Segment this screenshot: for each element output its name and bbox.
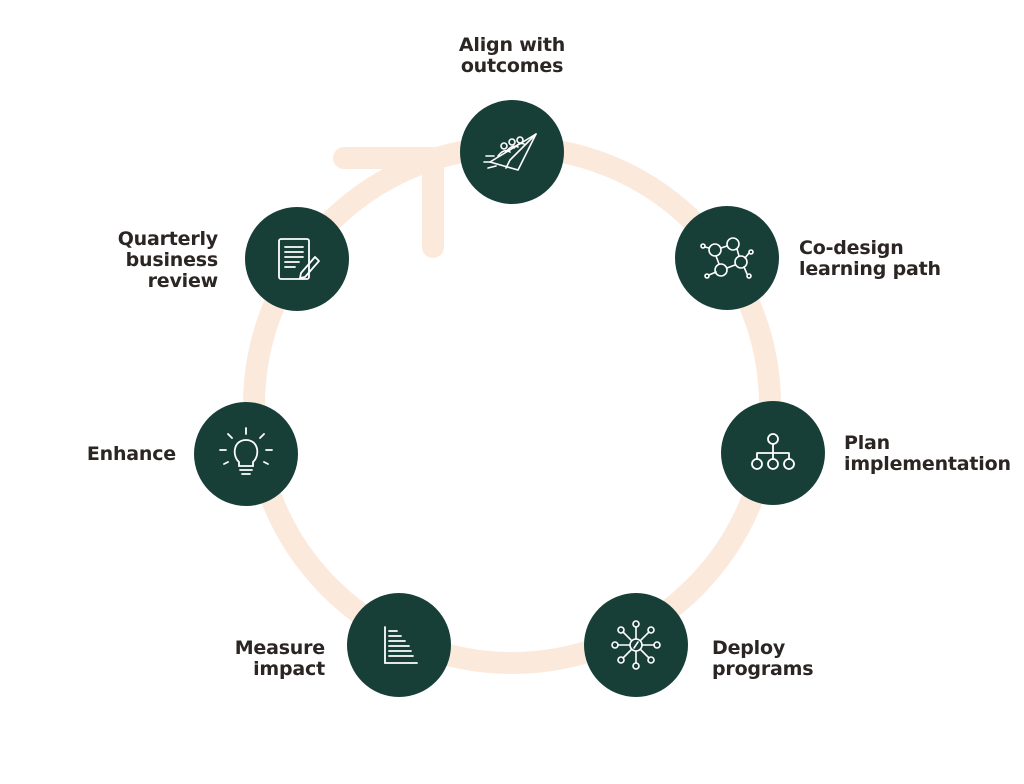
step-label-codesign: Co-design learning path [799,237,941,280]
document-pen-icon [278,238,320,280]
hierarchy-icon [751,433,795,470]
step-node-enhance [194,402,298,506]
cycle-arrow-icon [333,147,444,258]
paper-plane-team-icon [483,133,537,171]
step-label-enhance: Enhance [86,443,176,465]
step-label-measure: Measure impact [234,637,326,680]
step-node-deploy [584,593,688,697]
hub-network-icon [611,620,661,670]
step-node-align [460,100,564,204]
step-label-align: Align with outcomes [458,34,566,77]
bar-chart-icon [384,626,418,664]
step-label-plan: Plan implementation [844,432,1011,475]
step-node-plan [721,401,825,505]
step-node-review [245,207,349,311]
step-node-measure [347,593,451,697]
step-node-codesign [675,206,779,310]
step-label-review: Quarterly business review [117,228,219,292]
step-label-deploy: Deploy programs [712,637,814,680]
network-people-icon [700,237,754,279]
lightbulb-icon [219,427,273,475]
